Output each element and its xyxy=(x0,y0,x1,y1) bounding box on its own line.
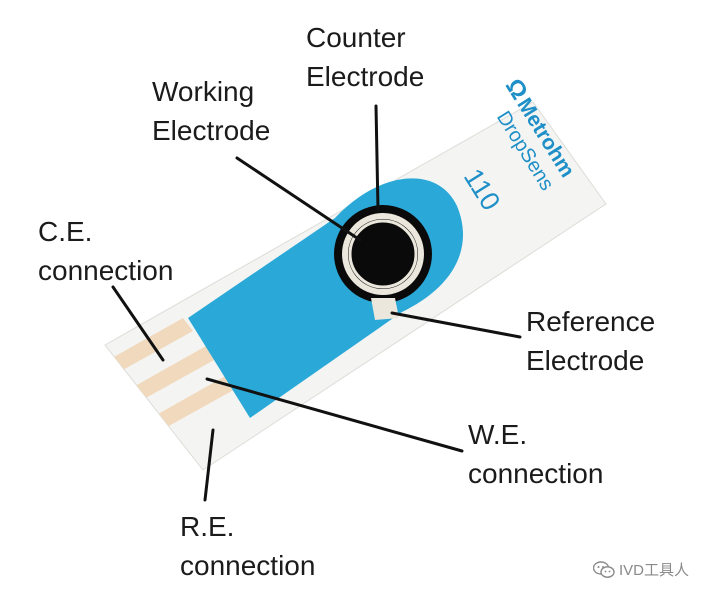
working-electrode xyxy=(354,225,412,283)
working-leader-line xyxy=(235,156,362,242)
working-electrode-edge xyxy=(348,219,418,289)
watermark: IVD工具人 xyxy=(592,559,689,580)
ce-leader-line xyxy=(111,285,165,362)
leader-lines xyxy=(111,104,522,502)
watermark-text: IVD工具人 xyxy=(618,562,689,579)
label-re-connection: R.E. connection xyxy=(180,511,316,581)
we-leader-line xyxy=(205,377,464,453)
re-contact-pad xyxy=(158,374,239,427)
wechat-icon xyxy=(592,560,615,578)
label-counter-electrode: Counter Electrode xyxy=(306,22,425,92)
label-working-electrode: Working Electrode xyxy=(152,76,271,146)
label-we-connection: W.E. connection xyxy=(468,419,604,489)
re-leader-line xyxy=(203,428,215,502)
label-ce-connection: C.E. connection xyxy=(38,216,174,286)
counter-leader-line xyxy=(374,104,380,212)
reference-leader-line xyxy=(390,311,522,339)
reference-electrode-tab xyxy=(371,298,399,320)
label-reference-electrode: Reference Electrode xyxy=(526,306,656,376)
we-contact-pad xyxy=(135,346,216,399)
